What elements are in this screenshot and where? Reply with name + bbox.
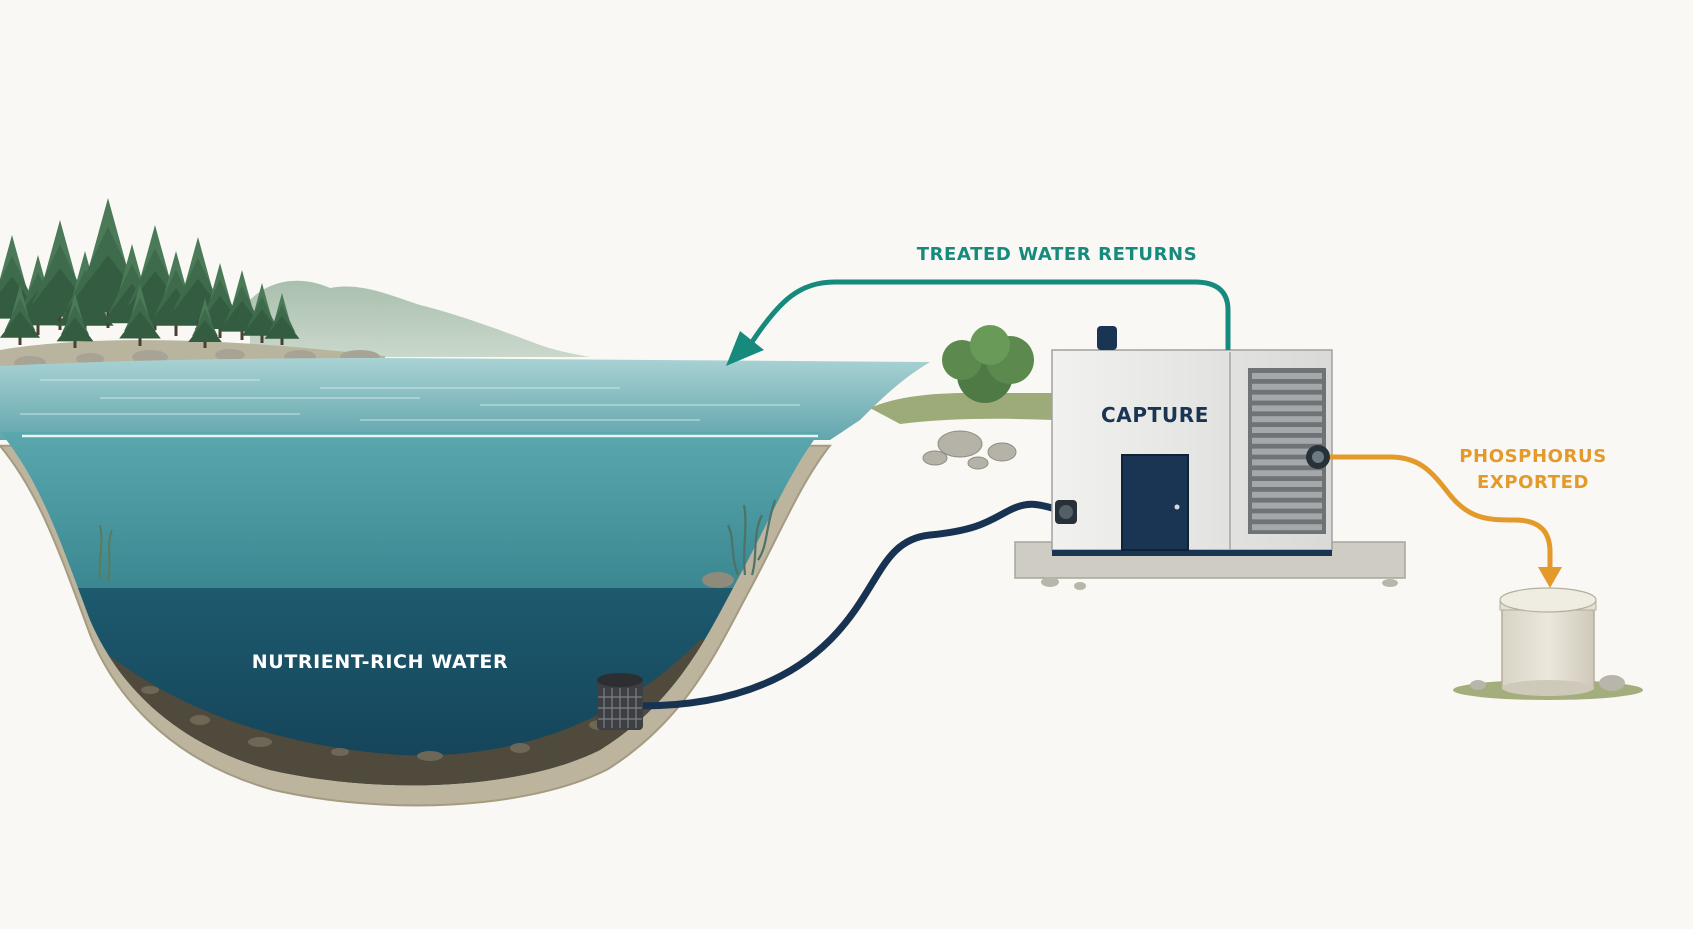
louvre-slat — [1252, 470, 1322, 477]
surface-ripples — [20, 379, 800, 421]
phosphorus-label-line1: PHOSPHORUS — [1459, 446, 1607, 467]
louvre-slats — [1252, 373, 1322, 531]
conifer-forest — [0, 198, 300, 348]
intake-screen — [597, 673, 643, 730]
treated-water-return-arrow — [749, 279, 1231, 350]
louvre-slat — [1252, 373, 1322, 379]
outlet-port — [1306, 445, 1330, 469]
louvre-slat — [1252, 394, 1322, 401]
conifer-tree — [218, 270, 266, 340]
distant-hills — [250, 280, 590, 357]
aquatic-plant-left — [98, 524, 113, 583]
shrub — [942, 325, 1034, 403]
conifer-tree — [119, 284, 161, 346]
louvre-slat — [1252, 448, 1322, 455]
intake-pipe — [636, 500, 1064, 710]
louvre-slat — [1252, 405, 1322, 412]
treated-water-returns-label: TREATED WATER RETURNS — [917, 244, 1198, 265]
phosphorus-container — [1453, 587, 1643, 700]
phosphorus-label-line2: EXPORTED — [1477, 472, 1589, 493]
louvre-slat — [1252, 524, 1322, 531]
treated-water-arrowhead — [726, 331, 764, 366]
louvre-slat — [1252, 502, 1322, 509]
louvre-slat — [1252, 459, 1322, 466]
capture-label: CAPTURE — [1101, 403, 1209, 427]
louvre-slat — [1252, 427, 1322, 433]
shore-boulders — [922, 430, 1017, 470]
conifer-tree — [56, 293, 94, 348]
capture-unit: CAPTURE — [1014, 326, 1406, 579]
upper-water-layer — [0, 432, 820, 590]
lake-surface — [0, 358, 930, 440]
louvre-slat — [1252, 437, 1322, 444]
conifer-tree — [0, 285, 41, 345]
louvre-slat — [1252, 481, 1322, 487]
phosphorus-arrowhead — [1538, 567, 1562, 588]
louvre-slat — [1252, 513, 1322, 520]
phosphorus-export-arrow — [1330, 454, 1553, 570]
louvre-slat — [1252, 416, 1322, 423]
conifer-tree — [264, 293, 300, 345]
base-rocks — [1041, 577, 1398, 590]
louvre-slat — [1252, 383, 1322, 390]
inlet-port — [1055, 500, 1077, 524]
louvre-slat — [1252, 491, 1322, 498]
unit-door — [1121, 454, 1189, 551]
vent-stack — [1097, 326, 1117, 350]
lake-rock — [702, 572, 734, 588]
right-shore — [870, 392, 1052, 424]
nutrient-rich-water-label: NUTRIENT-RICH WATER — [252, 651, 508, 673]
conifer-tree — [188, 298, 222, 348]
door-handle — [1174, 504, 1180, 510]
aquatic-plant-right — [726, 499, 777, 576]
